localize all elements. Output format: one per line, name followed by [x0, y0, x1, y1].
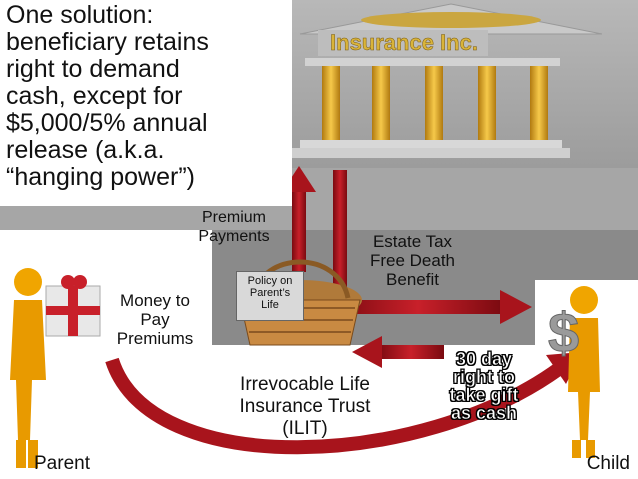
parent-label: Parent: [34, 453, 90, 474]
child-figure-icon: $: [548, 286, 600, 458]
premium-payments-label: Premium Payments: [198, 209, 270, 245]
parent-figure-icon: [10, 268, 101, 468]
trust-label: Irrevocable Life Insurance Trust (ILIT): [239, 374, 371, 439]
thirty-day-label: 30 day right to take gift as cash: [449, 349, 519, 423]
dollar-icon: $: [548, 301, 579, 364]
policy-label: Policy on Parent’s Life: [236, 271, 304, 321]
estate-tax-label: Estate Tax Free Death Benefit: [369, 232, 456, 289]
title-text: One solution: beneficiary retains right …: [6, 1, 209, 191]
gift-return-arrow: [352, 336, 444, 368]
title-box: One solution: beneficiary retains right …: [0, 0, 292, 206]
child-label: Child: [586, 453, 630, 474]
money-to-pay-label: Money to Pay Premiums: [116, 291, 194, 348]
bank-icon: [292, 3, 603, 158]
gift-icon: [45, 275, 101, 337]
bank-sign: Insurance Inc.: [330, 30, 478, 56]
